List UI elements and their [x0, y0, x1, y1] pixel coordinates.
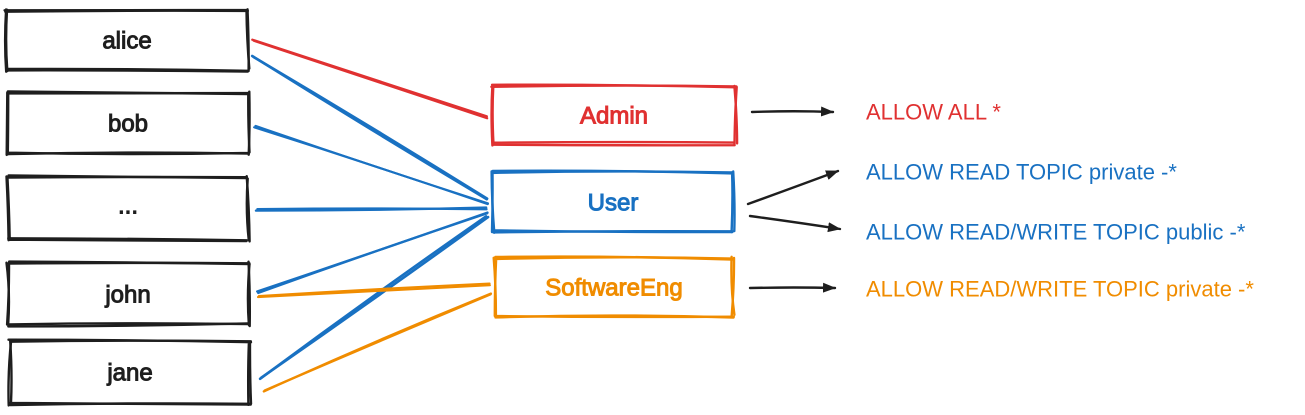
- user-box-ellipsis: ...: [5, 174, 251, 243]
- role-box-user-label: User: [588, 190, 639, 217]
- user-box-jane: jane: [7, 338, 253, 407]
- edge-ellipsis-user: [254, 206, 488, 212]
- arrows-role-permission: [746, 106, 842, 293]
- permission-label-readwrite-public: ALLOW READ/WRITE TOPIC public -*: [866, 220, 1246, 245]
- permission-label-readwrite-private: ALLOW READ/WRITE TOPIC private -*: [866, 277, 1254, 302]
- user-box-alice: alice: [3, 8, 251, 73]
- arrow-user-permission-lower: [748, 214, 842, 233]
- role-boxes: Admin User SoftwareEng: [490, 83, 739, 319]
- role-box-softwareeng: SoftwareEng: [492, 255, 736, 319]
- arrow-admin-permission: [750, 106, 835, 117]
- edge-john-softwareeng: [256, 282, 491, 299]
- edge-alice-admin: [251, 38, 489, 120]
- user-box-john: john: [5, 260, 252, 328]
- user-box-alice-label: alice: [102, 28, 151, 55]
- edge-jane-user: [258, 215, 490, 381]
- user-box-bob: bob: [5, 90, 251, 157]
- edge-alice-user: [250, 54, 489, 201]
- user-box-jane-label: jane: [106, 360, 152, 387]
- arrow-softwareeng-permission: [748, 282, 837, 293]
- user-box-ellipsis-label: ...: [118, 193, 138, 220]
- permission-labels: ALLOW ALL * ALLOW READ TOPIC private -* …: [866, 100, 1254, 302]
- edge-jane-softwareeng: [262, 292, 493, 393]
- role-box-admin-label: Admin: [580, 103, 648, 130]
- edges-user-role: [250, 38, 493, 393]
- permission-label-allow-all: ALLOW ALL *: [866, 100, 1001, 125]
- role-box-user: User: [490, 169, 736, 234]
- user-boxes: alice bob ... john jane: [3, 8, 253, 407]
- edge-bob-user: [253, 124, 490, 206]
- arrow-user-permission-upper: [746, 169, 840, 206]
- edge-john-user: [256, 211, 489, 295]
- permission-label-read-private: ALLOW READ TOPIC private -*: [866, 160, 1177, 185]
- role-box-softwareeng-label: SoftwareEng: [545, 275, 682, 302]
- role-box-admin: Admin: [490, 83, 739, 147]
- user-box-john-label: john: [104, 282, 150, 309]
- user-box-bob-label: bob: [108, 111, 148, 138]
